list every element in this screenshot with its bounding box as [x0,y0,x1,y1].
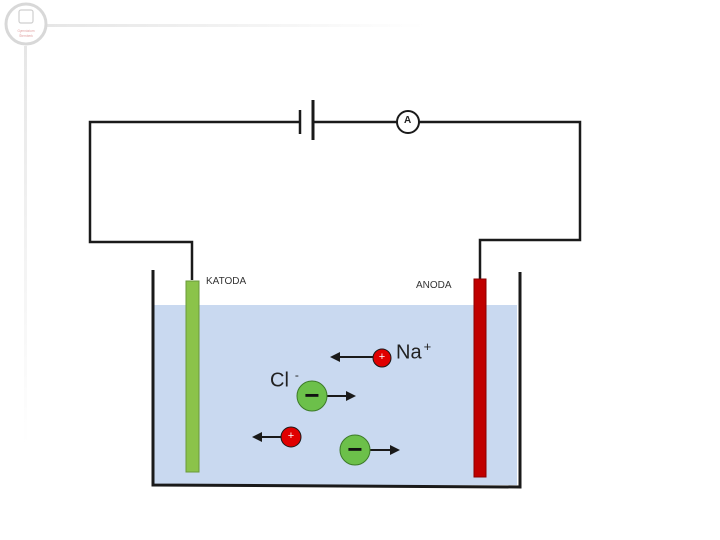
arrowhead-right [390,445,400,455]
sodium-ion-label: Na+ [396,339,431,365]
anode-electrode [473,278,487,478]
header-decor-line [46,24,426,27]
sodium-symbol: Na [396,341,422,364]
arrowhead-left [252,432,262,442]
arrowhead-right [346,391,356,401]
cation-icon [280,426,302,448]
chloride-ion-label: Cl- [270,368,299,393]
ammeter-icon [396,110,420,134]
anion-icon [339,434,371,466]
side-decor-line [24,46,27,446]
anion-sign: − [347,434,363,464]
logo-text-line2: Šternberk [19,33,33,38]
cation-sign: + [378,351,386,363]
cathode-label: KATODA [206,276,247,287]
electrolysis-vessel [151,270,522,489]
ion-arrowheads [252,352,400,455]
ammeter-label: A [404,115,412,126]
chloride-charge: - [294,368,299,382]
anode-label: ANODA [416,280,452,291]
battery-icon [298,100,315,140]
anion-icon [296,380,328,412]
cation-sign: + [287,430,295,442]
anion-sign: − [304,380,320,410]
cathode-electrode [185,280,200,473]
circuit-wire [88,120,582,280]
arrowhead-left [330,352,340,362]
logo-text-line1: Gymnázium [17,29,34,33]
cation-icon [372,348,392,368]
chloride-symbol: Cl [270,369,289,392]
school-logo: Gymnázium Šternberk [4,2,48,46]
sodium-charge: + [423,339,432,354]
